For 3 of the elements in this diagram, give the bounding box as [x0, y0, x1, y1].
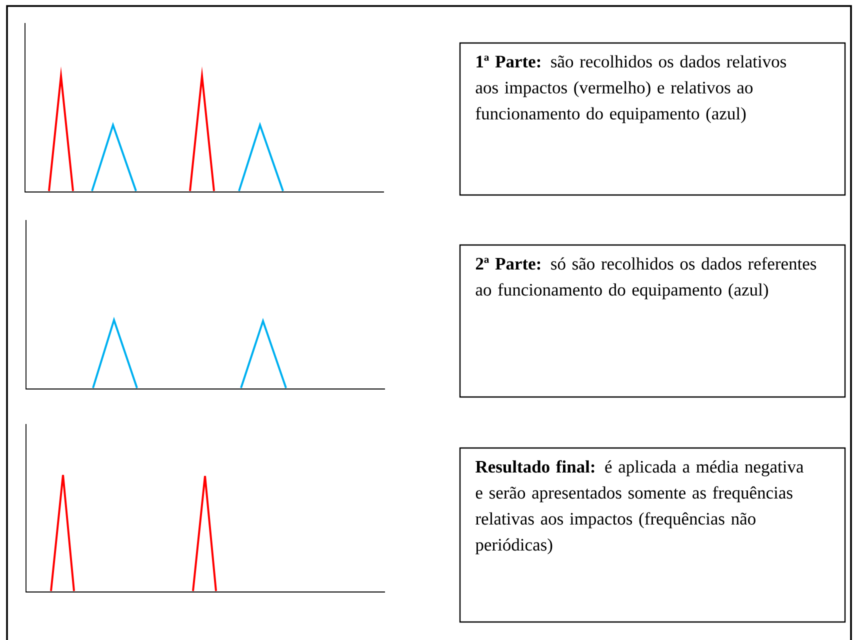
text-box: Resultado final: é aplicada a média negativa e serão apresentados somente as frequências relativas aos impactos (frequências não periódicas) — [459, 447, 846, 623]
text-box: 1ª Parte: são recolhidos os dados relativos aos impactos (vermelho) e relativos ao funcionamento do equipamento (azul) — [459, 42, 846, 196]
text-box: 2ª Parte: só são recolhidos os dados referentes ao funcionamento do equipamento (azul) — [459, 244, 846, 398]
